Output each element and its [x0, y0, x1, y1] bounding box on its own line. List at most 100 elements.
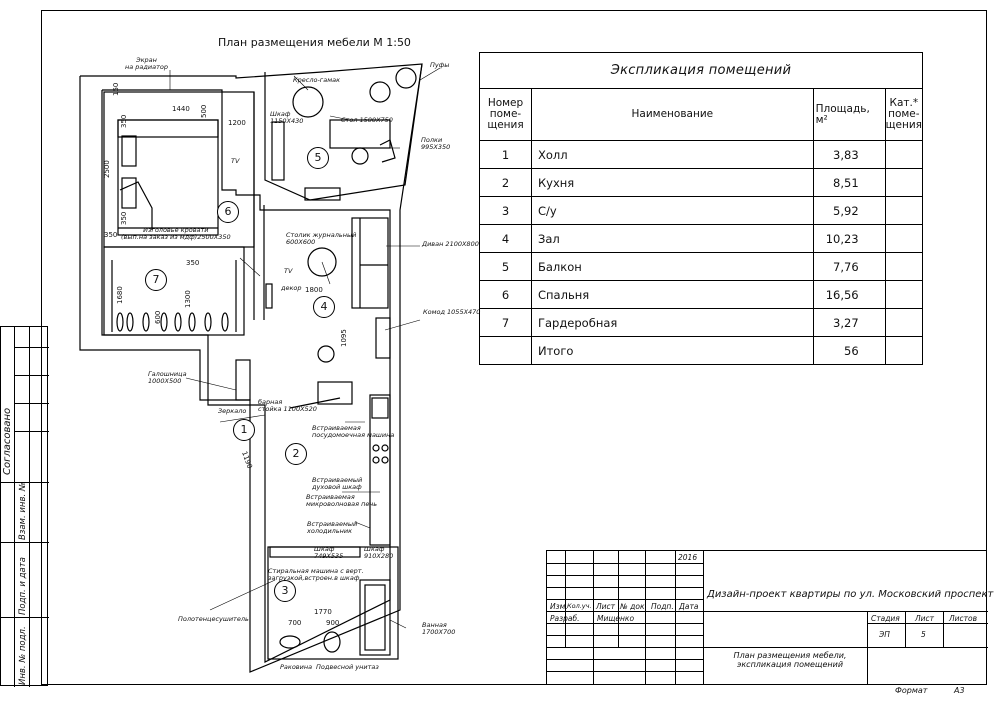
col-name-header: Наименование	[531, 88, 814, 141]
format-label: Формат	[895, 686, 928, 695]
room-number-7: 7	[145, 269, 167, 291]
stamp-podp: Подп.	[651, 602, 674, 611]
label-bar: барная стойка 1100Х520	[258, 398, 317, 413]
col-number-header: Номер поме- щения	[479, 88, 532, 141]
room-number-2: 2	[285, 443, 307, 465]
room-category-cell	[884, 336, 924, 365]
room-number-cell: 3	[479, 196, 532, 225]
dim-350-c: 350	[104, 231, 118, 239]
label-toilet: Подвесной унитаз	[316, 663, 379, 671]
room-category-cell	[884, 196, 924, 225]
stamp-stadia-value: ЭП	[879, 630, 890, 639]
dim-1200: 1200	[228, 119, 246, 127]
label-microwave: Встраиваемая микроволновая печь	[306, 493, 378, 508]
inner-wall	[101, 89, 391, 663]
dim-1095: 1095	[340, 329, 348, 347]
stamp-izm: Изм.	[550, 602, 568, 611]
label-sofa: Диван 2100Х800	[422, 240, 479, 248]
room-number-cell: 1	[479, 140, 532, 169]
stamp-list: Лист	[596, 602, 616, 611]
label-towel: Полотенцесушитель	[178, 615, 249, 623]
stamp-doc: № док.	[620, 602, 647, 611]
dim-500: 500	[200, 104, 208, 118]
room-number-1: 1	[233, 419, 255, 441]
stamp-project: Дизайн-проект квартиры по ул. Московский…	[707, 589, 994, 600]
room-area-cell: 3,83	[812, 140, 886, 169]
outer-wall	[79, 63, 423, 673]
label-cabinet-balcony: Шкаф 1150Х430	[270, 110, 304, 125]
room-number-4: 4	[313, 296, 335, 318]
explication-title: Экспликация помещений	[479, 52, 923, 89]
room-area-cell: 10,23	[812, 224, 886, 253]
stamp-razrab: Разраб.	[550, 614, 580, 623]
stamp-year: 2016	[678, 553, 698, 562]
col-area-header: Площадь, м²	[812, 88, 886, 141]
side-stamp: Согласовано Взам. инв. № Подп. и дата Ин…	[0, 326, 49, 687]
room-category-cell	[884, 280, 924, 309]
stamp-stadia-label: Стадия	[871, 614, 900, 623]
label-screen: Экран на радиатор	[125, 56, 168, 71]
room-name-cell: Балкон	[531, 252, 814, 281]
room-name-cell: Гардеробная	[531, 308, 814, 337]
explication-table: Экспликация помещений Номер поме- щения …	[479, 52, 924, 365]
label-poufs: Пуфы	[430, 61, 450, 69]
dim-150: 150	[112, 82, 120, 96]
stamp-listov-label: Листов	[949, 614, 978, 623]
label-dresser: Комод 1055Х470	[423, 308, 481, 316]
room-area-cell: 16,56	[812, 280, 886, 309]
label-oven: Встраиваемый духовой шкаф	[312, 476, 363, 491]
room-number-cell: 5	[479, 252, 532, 281]
agreed-label: Согласовано	[2, 407, 13, 475]
wardrobe-room	[103, 246, 245, 336]
stamp-sheet-title: План размещения мебели, экспликация поме…	[733, 651, 847, 669]
room-category-cell	[884, 224, 924, 253]
room-number-cell: 4	[479, 224, 532, 253]
room-name-cell: Холл	[531, 140, 814, 169]
label-dishwasher: Встраиваемая посудомоечная машина	[312, 424, 395, 439]
room-category-cell	[884, 140, 924, 169]
stamp-list-value: 5	[921, 630, 926, 639]
label-wardrobe-bath: Шкаф 749Х535	[314, 545, 344, 560]
label-tv-2: TV	[284, 267, 293, 275]
dim-600: 600	[154, 310, 162, 324]
label-fridge: Встраиваемый холодильник	[307, 520, 358, 535]
stamp-author: Мищенко	[597, 614, 635, 623]
room-number-3: 3	[274, 580, 296, 602]
dim-350-b: 350	[120, 211, 128, 225]
inv-replace-label: Взам. инв. №	[18, 482, 28, 540]
dim-350-a: 350	[120, 114, 128, 128]
room-area-cell: 56	[812, 336, 886, 365]
floor-plan	[79, 63, 441, 673]
room-name-cell: С/у	[531, 196, 814, 225]
room-category-cell	[884, 252, 924, 281]
label-coffee-table: Столик журнальный 600Х600	[286, 231, 357, 246]
label-washer: Стиральная машина с верт. загрузкой,встр…	[268, 567, 364, 582]
label-shelves: Полки 995Х350	[421, 136, 451, 151]
room-number-cell: 6	[479, 280, 532, 309]
room-category-cell	[884, 308, 924, 337]
room-number-5: 5	[307, 147, 329, 169]
dim-1770: 1770	[314, 608, 332, 616]
room-number-cell: 7	[479, 308, 532, 337]
label-tub: Ванная 1700Х700	[422, 621, 456, 636]
sofa	[351, 217, 389, 309]
sign-date-label: Подп. и дата	[18, 557, 28, 615]
dim-1680: 1680	[116, 286, 124, 304]
dim-1440: 1440	[172, 105, 190, 113]
dim-350-d: 350	[186, 259, 200, 267]
stamp-date: Дата	[679, 602, 699, 611]
room-area-cell: 7,76	[812, 252, 886, 281]
room-number-6: 6	[217, 201, 239, 223]
col-category-header: Кат.* поме- щения	[884, 88, 924, 141]
room-name-cell: Спальня	[531, 280, 814, 309]
room-area-cell: 3,27	[812, 308, 886, 337]
dim-900: 900	[326, 619, 340, 627]
label-bed: Изголовье кровати (вып.на заказ из мдф)2…	[121, 226, 231, 241]
label-decor: декор	[281, 284, 302, 292]
dim-1800: 1800	[305, 286, 323, 294]
